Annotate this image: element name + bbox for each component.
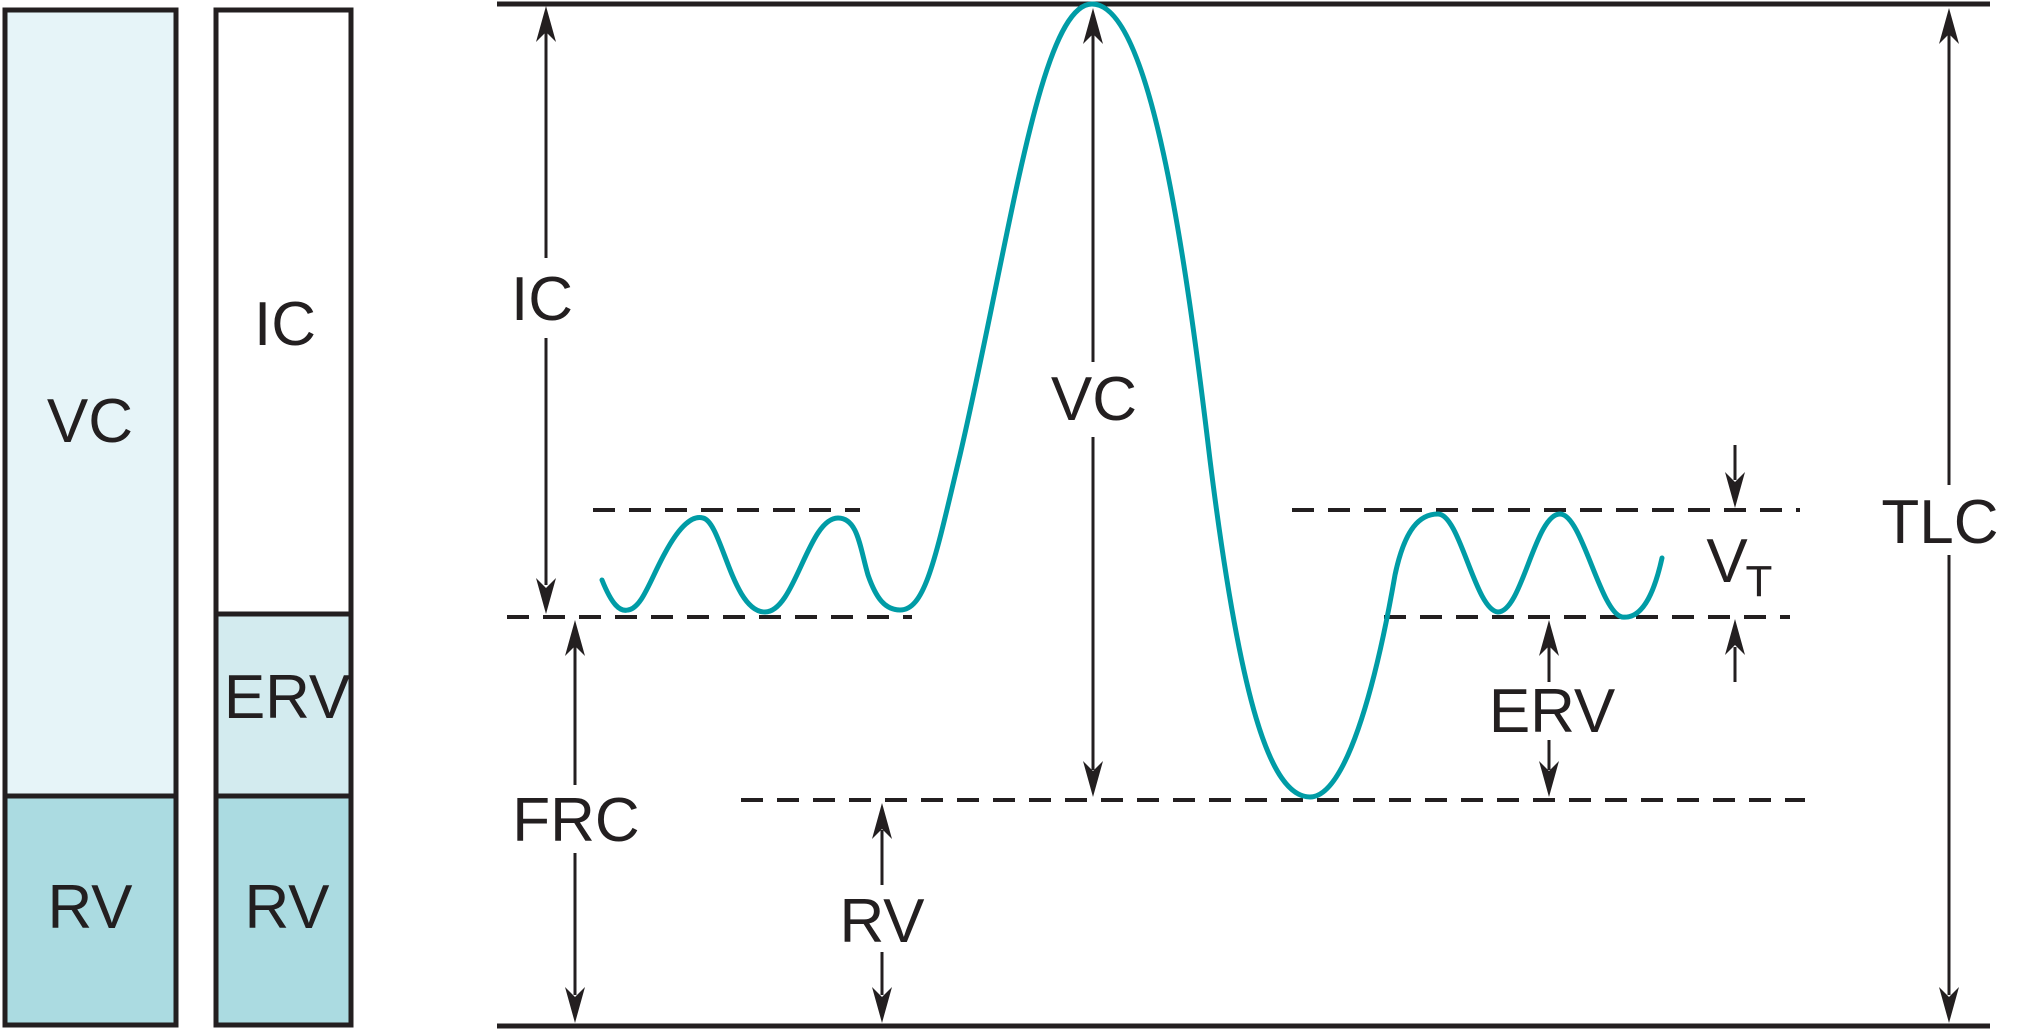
spirometer-volume-trace xyxy=(599,1,1665,800)
bar-vc-segment xyxy=(2,7,179,799)
rv-dimension: RV xyxy=(839,803,925,1023)
tlc-dimension: TLC xyxy=(1881,8,1999,1023)
bar-vc-label: VC xyxy=(47,387,133,456)
bar-vc-rv: VC RV xyxy=(2,7,179,1028)
bar-rv-segment xyxy=(2,793,179,1028)
frc-label: FRC xyxy=(512,786,639,855)
bar-ic-label: IC xyxy=(254,290,316,359)
vt-dimension: V T xyxy=(1706,445,1772,682)
frc-dimension: FRC xyxy=(512,620,640,1023)
erv-dimension: ERV xyxy=(1489,620,1616,797)
ic-label: IC xyxy=(511,265,573,334)
ic-dimension: IC xyxy=(511,6,573,614)
bar-rv-segment-right xyxy=(213,793,354,1028)
vc-dimension: VC xyxy=(1051,8,1137,797)
rv-label: RV xyxy=(839,887,925,956)
bar-ic-erv-rv: IC ERV RV xyxy=(213,7,354,1028)
vt-label-subscript: T xyxy=(1746,557,1773,606)
erv-label: ERV xyxy=(1489,677,1616,746)
bar-erv-label: ERV xyxy=(224,663,351,732)
tlc-label: TLC xyxy=(1881,488,1998,557)
vc-label: VC xyxy=(1051,365,1137,434)
bar-erv-segment xyxy=(213,611,354,799)
vt-label: V xyxy=(1706,527,1748,596)
bar-rv-label-right: RV xyxy=(244,873,330,942)
bar-rv-label-left: RV xyxy=(47,873,133,942)
